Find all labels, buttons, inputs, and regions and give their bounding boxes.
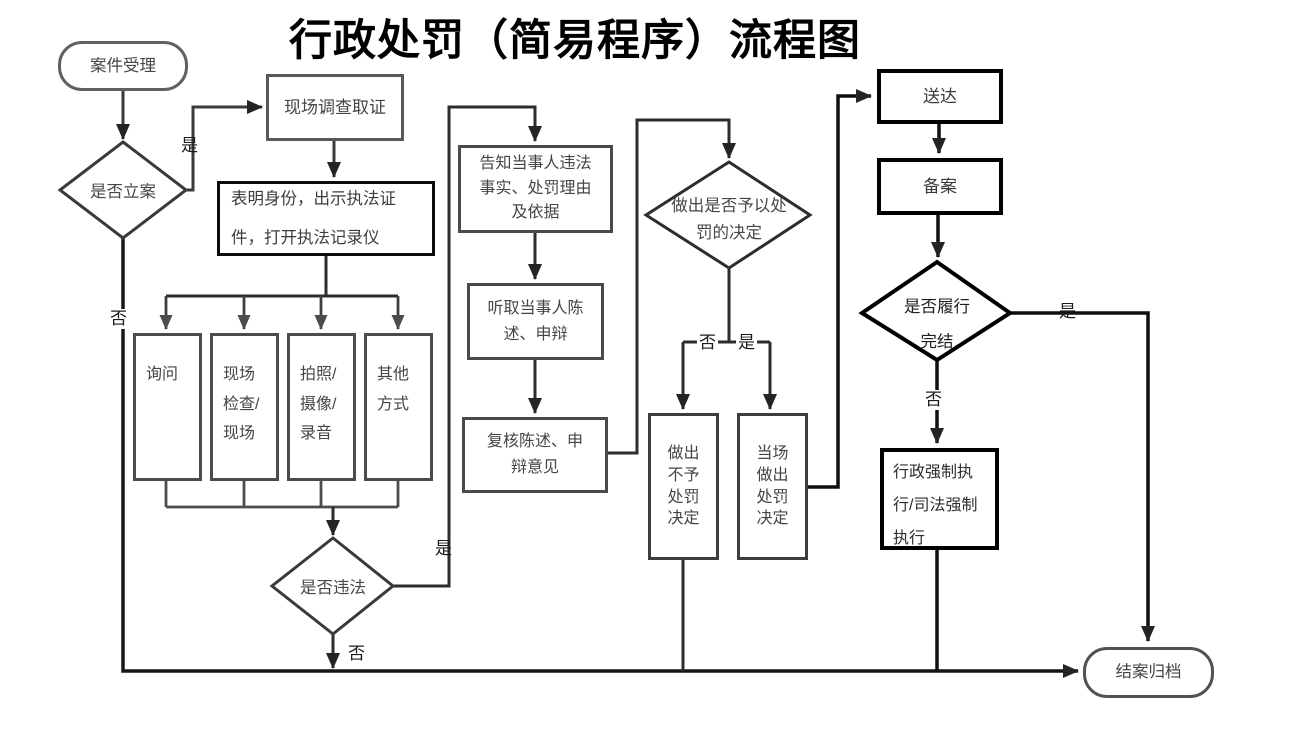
node-close-case: 结案归档	[1083, 647, 1214, 698]
node-case-accept: 案件受理	[58, 41, 188, 91]
edge-isillegal-yes-to-inform	[393, 105, 542, 588]
node-show-identity: 表明身份，出示执法证 件，打开执法记录仪	[217, 181, 435, 256]
node-listen-party: 听取当事人陈 述、申辩	[467, 283, 604, 360]
node-site-inspect: 现场 检查/ 现场	[210, 333, 279, 481]
decision-is-file-case-shape	[57, 140, 189, 240]
edge-isfile-yes-to-investigate	[186, 100, 263, 192]
decision-penalty-label: 做出是否予以处 罚的决定	[671, 197, 787, 243]
edge-fulfilled-yes-to-close	[1010, 311, 1155, 642]
node-other-means: 其他 方式	[364, 333, 433, 481]
node-review-opinions: 复核陈述、申 辩意见	[462, 417, 608, 493]
edge-label-illegal-no: 否	[346, 644, 367, 665]
node-investigate: 现场调查取证	[266, 74, 404, 141]
decision-fulfilled-label: 是否履行 完结	[904, 298, 970, 351]
node-onsite-penalty-decision: 当场 做出 处罚 决定	[737, 413, 808, 560]
node-deliver: 送达	[877, 69, 1003, 124]
edge-review-to-decide	[608, 118, 736, 455]
node-enforcement: 行政强制执 行/司法强制 执行	[880, 448, 999, 550]
decision-is-illegal-label: 是否违法	[300, 579, 366, 597]
edge-label-illegal-yes: 是	[435, 539, 452, 558]
node-photo-video: 拍照/ 摄像/ 录音	[287, 333, 356, 481]
edge-label-fulfill-no: 否	[923, 390, 944, 411]
decision-penalty-shape	[643, 160, 813, 270]
node-inform-party: 告知当事人违法 事实、处罚理由 及依据	[458, 145, 613, 233]
edge-label-penalty-no: 否	[697, 333, 718, 354]
decision-fulfilled-shape	[858, 259, 1014, 363]
node-no-penalty-decision: 做出 不予 处罚 决定	[648, 413, 719, 560]
edge-isfile-no-to-close	[121, 237, 1079, 678]
diagram-title: 行政处罚（简易程序）流程图	[289, 17, 861, 65]
decision-is-file-case-label: 是否立案	[90, 183, 156, 201]
decision-is-illegal-shape	[269, 536, 396, 636]
node-record-filing: 备案	[877, 158, 1003, 215]
edge-label-file-yes: 是	[181, 136, 198, 155]
edge-onsite-to-deliver	[808, 89, 872, 489]
edge-label-fulfill-yes: 是	[1059, 302, 1076, 321]
edge-label-file-no: 否	[108, 309, 129, 330]
node-inquiry: 询问	[133, 333, 202, 481]
edge-label-penalty-yes: 是	[736, 333, 757, 354]
